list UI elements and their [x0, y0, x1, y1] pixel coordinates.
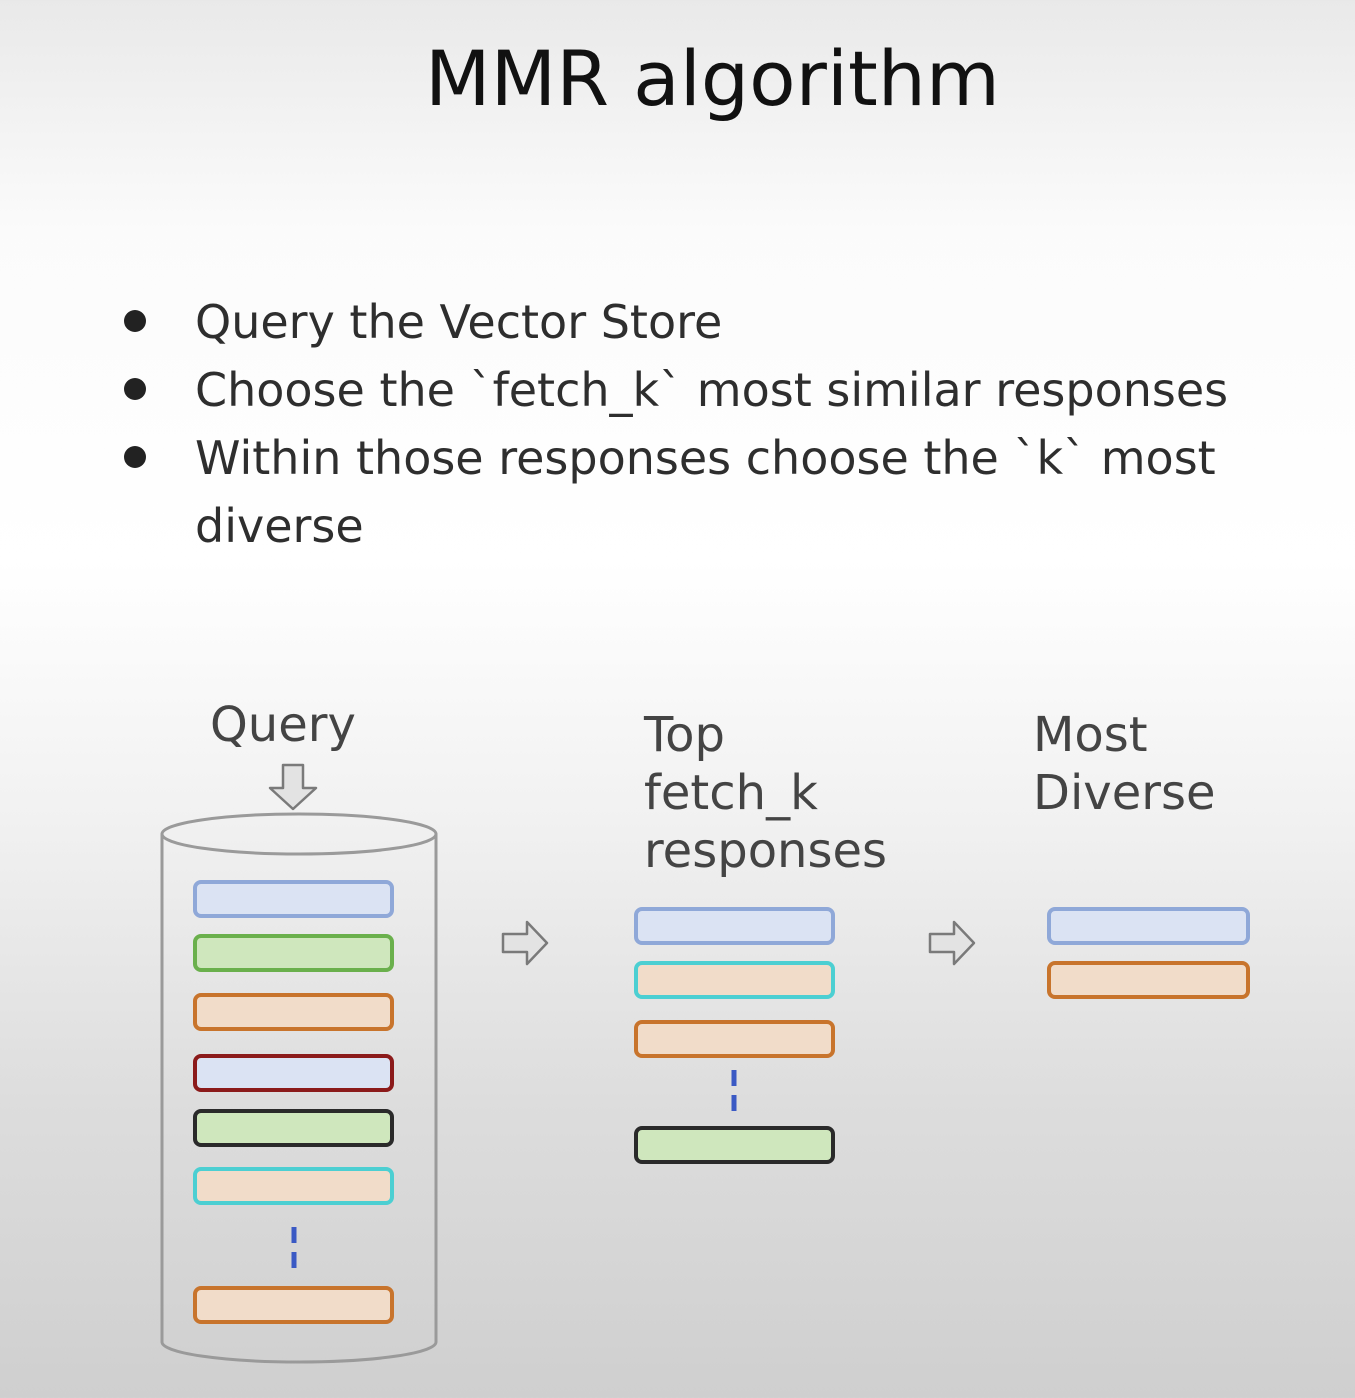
bullet-item: Within those responses choose the `k` mo… [100, 424, 1320, 560]
bullet-dot-icon [124, 446, 146, 468]
top-fetch-k-label: Top fetch_k responses [644, 707, 888, 879]
response-bar [1047, 907, 1250, 945]
bullet-dot-icon [124, 378, 146, 400]
bullet-text: Query the Vector Store [195, 295, 723, 349]
bullet-dot-icon [124, 310, 146, 332]
response-bar [634, 961, 835, 999]
response-bar [634, 1126, 835, 1164]
bullet-item: Query the Vector Store [100, 288, 1320, 356]
response-bar [193, 880, 394, 918]
bullet-list: Query the Vector Store Choose the `fetch… [100, 288, 1320, 560]
response-bar [193, 1286, 394, 1324]
most-diverse-items [1047, 907, 1250, 999]
right-arrow-icon [501, 920, 549, 966]
vector-store-items [193, 880, 394, 1324]
response-bar [1047, 961, 1250, 999]
query-label: Query [210, 697, 356, 753]
query-down-arrow-icon [268, 763, 318, 811]
response-bar [193, 934, 394, 972]
response-bar [634, 1020, 835, 1058]
response-bar [634, 907, 835, 945]
response-bar [193, 993, 394, 1031]
bullet-item: Choose the `fetch_k` most similar respon… [100, 356, 1320, 424]
slide-title: MMR algorithm [425, 34, 1000, 123]
top-fetch-k-items [634, 907, 835, 1164]
right-arrow-icon [928, 920, 976, 966]
bullet-text: Within those responses choose the `k` mo… [195, 431, 1216, 553]
ellipsis-dashes [291, 1070, 737, 1268]
response-bar [193, 1109, 394, 1147]
bullet-text: Choose the `fetch_k` most similar respon… [195, 363, 1229, 417]
response-bar [193, 1167, 394, 1205]
most-diverse-label: Most Diverse [1033, 707, 1216, 821]
vector-store-cylinder [160, 812, 438, 1364]
response-bar [193, 1054, 394, 1092]
